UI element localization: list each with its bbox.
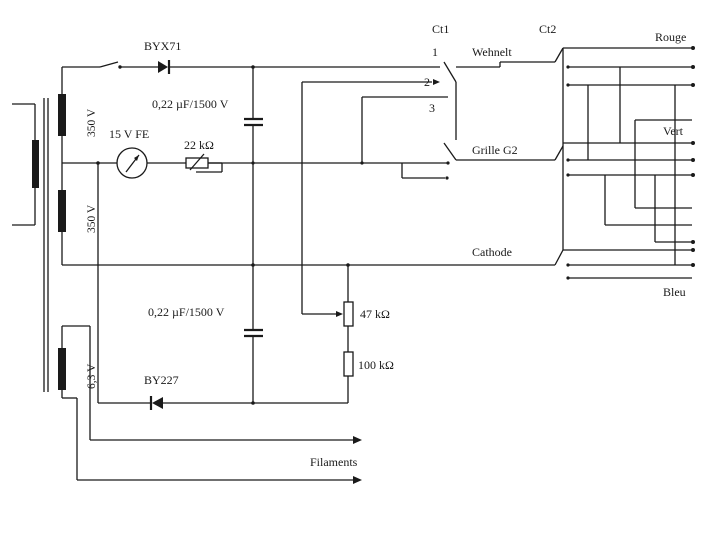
label-ct2: Ct2 — [539, 22, 556, 36]
switch-ct2: Ct2 — [539, 22, 695, 299]
winding-6v3 — [58, 348, 66, 390]
label-meter: 15 V FE — [109, 127, 149, 141]
resistor-100k — [343, 351, 354, 377]
resistor-chain: 47 kΩ 100 kΩ — [301, 82, 394, 403]
label-diode-byx71: BYX71 — [144, 39, 181, 53]
capacitor-bottom: 0,22 µF/1500 V — [148, 265, 263, 403]
label-diode-by227: BY227 — [144, 373, 179, 387]
potentiometer-47k — [343, 301, 354, 327]
label-rouge: Rouge — [655, 30, 686, 44]
winding-350v-bottom — [58, 190, 66, 232]
diode-byx71 — [158, 61, 168, 73]
label-winding-6v3: 6,3 V — [86, 363, 98, 389]
resistor-22k — [185, 157, 209, 169]
label-winding-350v-bottom: 350 V — [86, 204, 98, 233]
label-res-100k: 100 kΩ — [358, 358, 394, 372]
label-vert: Vert — [663, 124, 684, 138]
label-cap-bottom: 0,22 µF/1500 V — [148, 305, 225, 319]
primary-winding — [32, 140, 39, 188]
label-pos-1: 1 — [432, 45, 438, 59]
top-rail: BYX71 — [62, 39, 440, 74]
switch-ct1: Ct1 1 2 3 — [302, 22, 555, 180]
filaments: Filaments — [76, 326, 362, 484]
winding-350v-top — [58, 94, 66, 136]
label-wehnelt: Wehnelt — [472, 45, 512, 59]
middle-rail: 15 V FE 22 kΩ — [62, 127, 448, 179]
label-grille: Grille G2 — [472, 143, 518, 157]
label-cathode: Cathode — [472, 245, 512, 259]
label-res-47k: 47 kΩ — [360, 307, 390, 321]
diode-by227-group: BY227 — [144, 373, 348, 410]
label-ct1: Ct1 — [432, 22, 449, 36]
left-vertical — [96, 161, 150, 404]
voltmeter — [116, 147, 148, 179]
diode-by227 — [152, 397, 163, 409]
label-filaments: Filaments — [310, 455, 358, 469]
signal-labels: Wehnelt Grille G2 Cathode — [472, 45, 555, 259]
label-winding-350v-top: 350 V — [86, 108, 98, 137]
label-res-22k: 22 kΩ — [184, 138, 214, 152]
label-cap-top: 0,22 µF/1500 V — [152, 97, 229, 111]
capacitor-top: 0,22 µF/1500 V — [152, 67, 263, 265]
label-pos-3: 3 — [429, 101, 435, 115]
cathode-rail — [62, 263, 555, 267]
transformer: 350 V 350 V 6,3 V — [12, 67, 98, 399]
label-bleu: Bleu — [663, 285, 686, 299]
